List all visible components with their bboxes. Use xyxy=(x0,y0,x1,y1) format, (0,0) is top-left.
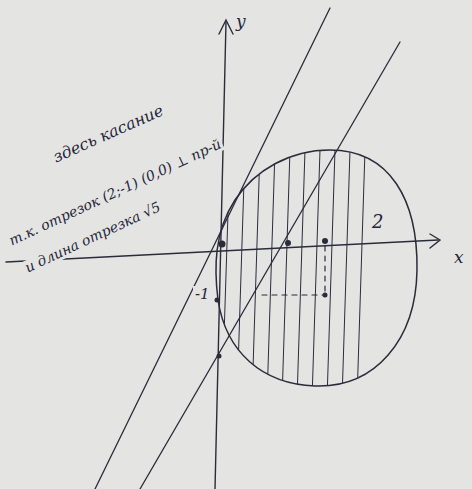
axis-label: y xyxy=(234,12,248,31)
origin-dot xyxy=(219,241,226,248)
tangent-line xyxy=(95,8,330,489)
hatching xyxy=(222,150,365,400)
point-dot xyxy=(215,298,220,303)
note: здесь касание xyxy=(48,101,168,167)
dashed-line xyxy=(324,246,325,295)
coordinate-label: -1 xyxy=(193,286,212,303)
axis-label: x xyxy=(452,248,466,267)
dashed-line xyxy=(262,294,325,295)
coordinate-label: 2 xyxy=(370,212,385,232)
point-dot xyxy=(322,238,328,244)
point-dot xyxy=(285,240,291,246)
secant-line xyxy=(140,42,400,489)
center-dot xyxy=(323,293,328,298)
point-dot xyxy=(217,354,222,359)
